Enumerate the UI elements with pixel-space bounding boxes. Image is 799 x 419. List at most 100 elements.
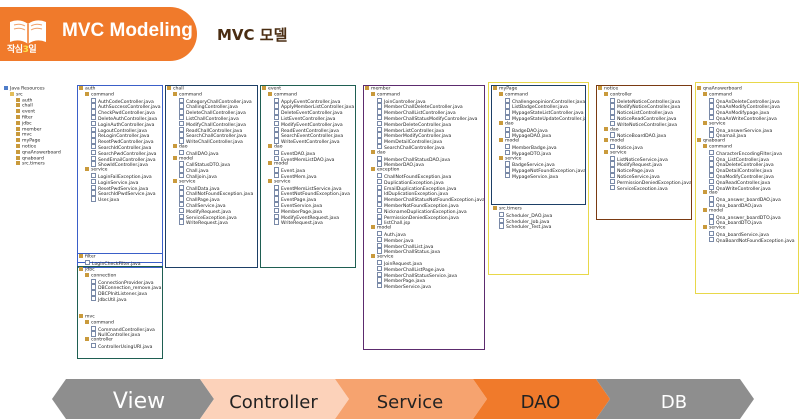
tree-file-item[interactable]: ListChallController.java — [167, 114, 257, 122]
tree-file-item[interactable]: DBConnection_remove.java — [79, 284, 162, 291]
tree-file-item[interactable]: NoticeService.java — [598, 172, 691, 180]
tree-package-item[interactable]: qnaboard — [697, 138, 798, 144]
tree-file-item[interactable]: MemberModifyController.java — [365, 132, 484, 139]
tree-file-item[interactable]: WriteEventController.java — [262, 138, 355, 145]
tree-file-item[interactable]: NoticeReadController.java — [598, 114, 691, 122]
tree-file-item[interactable]: WriteRequest.java — [167, 219, 257, 225]
tree-file-item[interactable]: DuplicationException.java — [365, 178, 484, 186]
tree-file-item[interactable]: MemberChallListPage.java — [365, 265, 484, 273]
tree-file-item[interactable]: Qna_boardDTO.java — [697, 219, 798, 226]
tree-file-item[interactable]: ListEventController.java — [262, 114, 355, 122]
tree-file-item[interactable]: SearchChallController.java — [365, 143, 484, 151]
tree-file-item[interactable]: ListBadgeController.java — [493, 103, 585, 110]
tree-package-item[interactable]: controller — [598, 91, 691, 98]
tree-file-item[interactable]: MemberChallStatusService.java — [365, 271, 484, 278]
tree-package-item[interactable]: chall — [4, 103, 76, 109]
tree-package-item[interactable]: jdbc — [4, 120, 76, 127]
tree-package-item[interactable]: filter — [4, 114, 76, 121]
tree-package-item[interactable]: Java Resources — [4, 86, 76, 92]
tree-file-item[interactable]: AuthSuccessController.java — [79, 103, 162, 110]
tree-package-item[interactable]: command — [365, 91, 484, 98]
tree-file-item[interactable]: ReLoginController.java — [79, 132, 162, 139]
tree-file-item[interactable]: JoinRequest.java — [365, 259, 484, 267]
tree-package-item[interactable]: command — [167, 91, 257, 98]
tree-file-item[interactable]: JdbcUtil.java — [79, 295, 162, 302]
tree-file-item[interactable]: BadgeDAO.java — [493, 126, 585, 133]
tree-file-item[interactable]: NoticeBoardDAO.java — [598, 132, 691, 139]
tree-file-item[interactable]: MemberService.java — [365, 283, 484, 289]
tree-file-item[interactable]: Notice.java — [598, 143, 691, 151]
tree-package-item[interactable]: mvc — [4, 132, 76, 138]
tree-package-item[interactable]: service — [493, 155, 585, 162]
tree-file-item[interactable]: Auth.java — [365, 230, 484, 238]
tree-file-item[interactable]: ShowIdController.java — [79, 161, 162, 168]
tree-file-item[interactable]: Chall.java — [167, 167, 257, 174]
tree-package-item[interactable]: qnaAnswerboard — [697, 86, 798, 92]
tree-file-item[interactable]: EventMemListService.java — [262, 184, 355, 191]
tree-file-item[interactable]: NicknameDuplicationException.java — [365, 207, 484, 215]
tree-file-item[interactable]: ConnectionProvider.java — [79, 278, 162, 285]
tree-package-item[interactable]: member — [4, 126, 76, 133]
tree-file-item[interactable]: CategoryChallController.java — [167, 97, 257, 104]
tree-package-item[interactable]: service — [167, 178, 257, 185]
tree-package-item[interactable]: command — [697, 91, 798, 98]
tree-file-item[interactable]: Qna_boardDAO.java — [697, 201, 798, 209]
tree-file-item[interactable]: EventService.java — [262, 201, 355, 209]
tree-file-item[interactable]: MypageStateListController.java — [493, 109, 585, 116]
tree-package-item[interactable]: command — [79, 91, 162, 98]
tree-file-item[interactable]: LoginCheckFilter.java — [79, 259, 162, 266]
tree-package-item[interactable]: model — [598, 138, 691, 144]
tree-file-item[interactable]: ChallNotFoundException.java — [365, 172, 484, 180]
tree-file-item[interactable]: ReadEventController.java — [262, 126, 355, 133]
tree-package-item[interactable]: qnaAnswerboard — [4, 149, 76, 156]
tree-package-item[interactable]: command — [262, 91, 355, 98]
tree-file-item[interactable]: DeleteAuthController.java — [79, 114, 162, 122]
tree-package-item[interactable]: qnaboard — [4, 155, 76, 162]
tree-file-item[interactable]: CheckPwdController.java — [79, 109, 162, 116]
tree-file-item[interactable]: ControllerUsingURI.java — [79, 342, 162, 349]
tree-file-item[interactable]: ModifyChallController.java — [167, 120, 257, 128]
tree-file-item[interactable]: ResetPwdService.java — [79, 184, 162, 191]
tree-file-item[interactable]: DeleteNoticeController.java — [598, 97, 691, 104]
tree-file-item[interactable]: WriteRequest.java — [262, 219, 355, 225]
tree-file-item[interactable]: ListNoticeService.java — [598, 155, 691, 162]
tree-file-item[interactable]: ReadChallController.java — [167, 126, 257, 133]
tree-file-item[interactable]: SearchIdPwdService.java — [79, 190, 162, 197]
tree-file-item[interactable]: MemberNotFoundException.java — [365, 201, 484, 209]
tree-package-item[interactable]: service — [697, 120, 798, 127]
tree-file-item[interactable]: MemberChallListController.java — [365, 109, 484, 116]
tree-package-item[interactable]: dao — [365, 149, 484, 156]
tree-file-item[interactable]: User.java — [79, 196, 162, 202]
tree-file-item[interactable]: LogoutController.java — [79, 126, 162, 133]
tree-package-item[interactable]: filter — [79, 254, 162, 260]
tree-package-item[interactable]: command — [493, 91, 585, 98]
tree-file-item[interactable]: listChall.jsp — [365, 219, 484, 226]
tree-file-item[interactable]: LoginService.java — [79, 178, 162, 186]
tree-file-item[interactable]: QnaWriteController.java — [697, 184, 798, 191]
tree-file-item[interactable]: ServiceException.java — [167, 213, 257, 220]
tree-file-item[interactable]: QnaBoardNotFoundException.java — [697, 236, 798, 243]
tree-file-item[interactable]: SearchPwdController.java — [79, 149, 162, 157]
tree-file-item[interactable]: QnaAnDeleteController.java — [697, 97, 798, 104]
tree-file-item[interactable]: Qna_answer_boardDAO.java — [697, 196, 798, 203]
tree-package-item[interactable]: dao — [262, 143, 355, 150]
tree-package-item[interactable]: model — [167, 155, 257, 162]
tree-file-item[interactable]: SearchEventController.java — [262, 132, 355, 139]
tree-package-item[interactable]: command — [697, 143, 798, 150]
tree-file-item[interactable]: Challjoin.java — [167, 172, 257, 180]
tree-file-item[interactable]: NullController.java — [79, 331, 162, 338]
tree-file-item[interactable]: SendEmailController.java — [79, 155, 162, 162]
tree-file-item[interactable]: Qna_boardService.java — [697, 230, 798, 238]
tree-file-item[interactable]: MypageDAO.java — [493, 132, 585, 139]
tree-file-item[interactable]: MemberBadge.java — [493, 143, 585, 151]
tree-file-item[interactable]: EventNotFoundException.java — [262, 190, 355, 197]
tree-file-item[interactable]: BadgeService.java — [493, 161, 585, 168]
tree-file-item[interactable]: MypageDTO.java — [493, 149, 585, 157]
tree-file-item[interactable]: ChallService.java — [167, 201, 257, 209]
tree-file-item[interactable]: EmailDuplicationException.java — [365, 184, 484, 191]
tree-package-item[interactable]: connection — [79, 272, 162, 279]
tree-file-item[interactable]: ServiceException.java — [598, 184, 691, 190]
tree-file-item[interactable]: MemberChallStatusModifyController.java — [365, 114, 484, 122]
tree-file-item[interactable]: EventMemListDAO.java — [262, 155, 355, 162]
tree-file-item[interactable]: MemberListController.java — [365, 126, 484, 133]
